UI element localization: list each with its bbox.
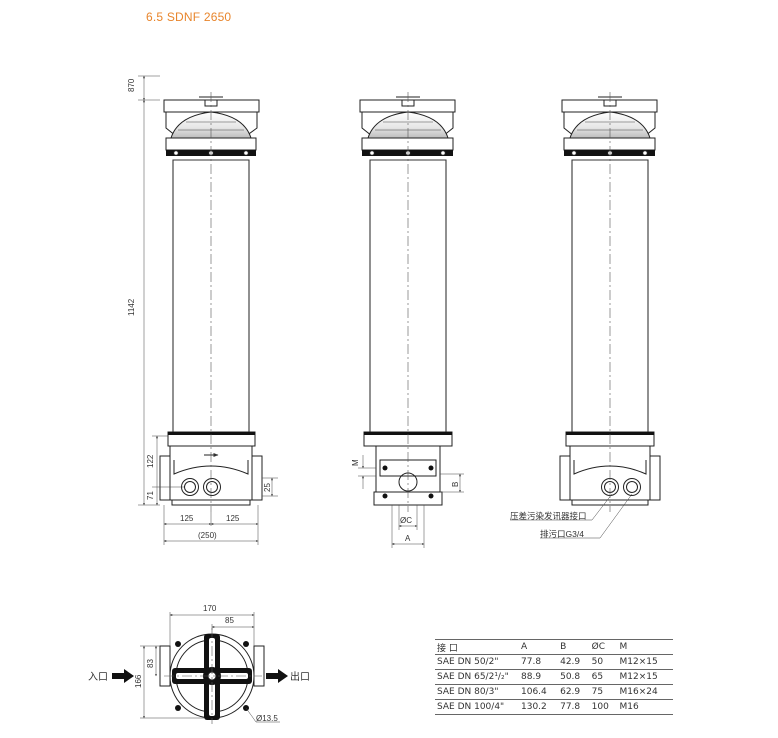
cell-m: M12×15 [617, 654, 673, 670]
flow-inlet-label: 入口 [88, 672, 108, 683]
cell-a: 77.8 [519, 654, 559, 670]
rear-view: 压差污染发讯器接口 排污口G3/4 [510, 92, 661, 539]
flow-outlet-label: 出口 [290, 670, 310, 683]
dim-half-width-right: 125 [226, 514, 240, 523]
dim-port-offset: 25 [263, 483, 272, 492]
header-c: ØC [589, 639, 618, 655]
table-row: SAE DN 65/2¹/₂" 88.9 50.8 65 M12×15 [435, 669, 673, 685]
cell-a: 130.2 [519, 699, 559, 715]
cell-m: M16×24 [617, 684, 673, 700]
front-view [159, 92, 263, 512]
spec-table-header: 接 口 A B ØC M [435, 639, 673, 655]
header-port: 接 口 [435, 639, 519, 655]
cell-c: 75 [589, 684, 618, 700]
cell-a: 106.4 [519, 684, 559, 700]
cell-m: M12×15 [617, 669, 673, 685]
callout-drain: 排污口G3/4 [540, 529, 584, 539]
header-a: A [519, 639, 559, 655]
front-view-dimensions: 870 1142 122 71 25 125 125 (250) [127, 75, 278, 545]
cell-c: 50 [589, 654, 618, 670]
dim-plan-width: 170 [203, 604, 217, 613]
dim-flange-m: M [351, 459, 360, 466]
dim-bolt-hole: Ø13.5 [256, 714, 278, 723]
cell-port: SAE DN 65/2¹/₂" [435, 669, 519, 685]
spec-table: 接 口 A B ØC M SAE DN 50/2" 77.8 42.9 50 M… [435, 639, 673, 715]
cell-m: M16 [617, 699, 673, 715]
dim-body-height: 1142 [127, 298, 136, 316]
dim-total-width: (250) [198, 531, 217, 540]
side-view-dimensions: M B ØC A [351, 455, 464, 548]
side-view [359, 92, 456, 512]
cell-port: SAE DN 50/2" [435, 654, 519, 670]
cell-port: SAE DN 100/4" [435, 699, 519, 715]
table-row: SAE DN 80/3" 106.4 62.9 75 M16×24 [435, 684, 673, 700]
cell-b: 77.8 [558, 699, 590, 715]
dim-plan-offset: 85 [225, 616, 234, 625]
callout-pressure-port: 压差污染发讯器接口 [510, 511, 587, 521]
dim-plan-half-height: 83 [146, 659, 155, 668]
dim-top-clearance: 870 [127, 78, 136, 92]
header-m: M [617, 639, 673, 655]
dim-lower-height: 122 [146, 454, 155, 468]
cell-a: 88.9 [519, 669, 559, 685]
cell-c: 100 [589, 699, 618, 715]
dim-flange-a: A [405, 534, 411, 543]
header-b: B [558, 639, 590, 655]
plan-view [159, 628, 265, 724]
dim-plan-height: 166 [134, 674, 143, 688]
dim-flange-b: B [451, 482, 460, 487]
cell-b: 42.9 [558, 654, 590, 670]
cell-b: 50.8 [558, 669, 590, 685]
table-row: SAE DN 100/4" 130.2 77.8 100 M16 [435, 699, 673, 715]
cell-port: SAE DN 80/3" [435, 684, 519, 700]
dim-half-width-left: 125 [180, 514, 194, 523]
drawing-title: 6.5 SDNF 2650 [146, 10, 232, 24]
cell-b: 62.9 [558, 684, 590, 700]
plan-view-dimensions: 170 85 83 166 Ø13.5 入口 出口 [88, 604, 310, 723]
cell-c: 65 [589, 669, 618, 685]
dim-port-dia: ØC [400, 516, 412, 525]
dim-outlet-height: 71 [146, 491, 155, 500]
table-row: SAE DN 50/2" 77.8 42.9 50 M12×15 [435, 654, 673, 670]
